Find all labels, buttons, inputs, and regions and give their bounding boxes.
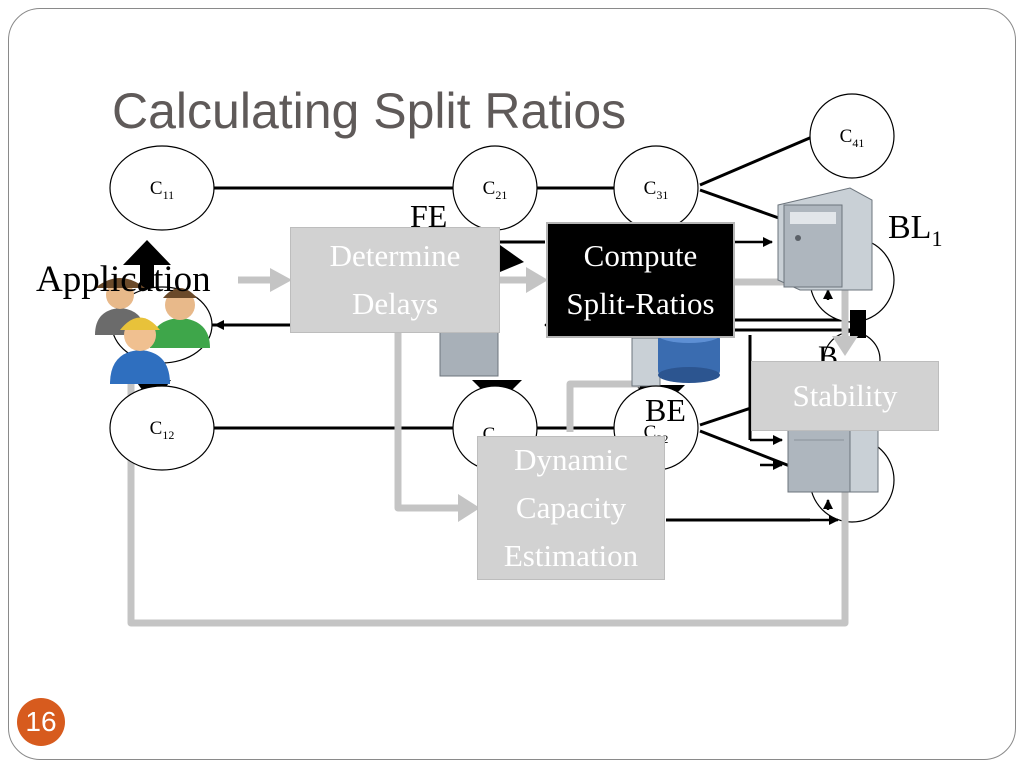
box-line: Split-Ratios xyxy=(566,286,715,321)
node-c11: C11 xyxy=(109,145,215,231)
node-c12: C12 xyxy=(109,385,215,471)
box-line: Capacity xyxy=(515,490,627,525)
svg-text:C31: C31 xyxy=(644,178,669,202)
svg-text:C41: C41 xyxy=(840,126,865,150)
box-line: Dynamic xyxy=(514,442,628,477)
compute-split-ratios-box: Compute Split-Ratios xyxy=(546,222,735,338)
server-icon xyxy=(777,187,873,291)
box-line: Determine xyxy=(329,238,461,273)
be-label: BE xyxy=(645,392,686,428)
node-c41: C41 xyxy=(809,93,895,179)
box-line: Stability xyxy=(792,378,898,413)
svg-text:C12: C12 xyxy=(150,418,175,442)
node-c31: C31 xyxy=(613,145,699,231)
node-c21: C21 xyxy=(452,145,538,231)
server-icon xyxy=(787,419,879,493)
slide-number-badge: 16 xyxy=(17,698,65,746)
application-label: Application xyxy=(36,259,211,300)
link-lines xyxy=(210,135,862,522)
slide-title: Calculating Split Ratios xyxy=(112,83,627,139)
determine-delays-box: Determine Delays xyxy=(290,227,500,333)
bl1-label: BL1 xyxy=(888,209,942,251)
box-line: Compute xyxy=(583,238,698,273)
box-line: Delays xyxy=(351,286,439,321)
box-line: Estimation xyxy=(503,538,639,573)
users-icon xyxy=(95,278,210,384)
flow-arrows xyxy=(127,276,849,627)
svg-text:C11: C11 xyxy=(150,178,174,202)
svg-text:C21: C21 xyxy=(483,178,508,202)
stability-box: Stability xyxy=(751,361,939,431)
dynamic-capacity-estimation-box: Dynamic Capacity Estimation xyxy=(477,436,665,580)
